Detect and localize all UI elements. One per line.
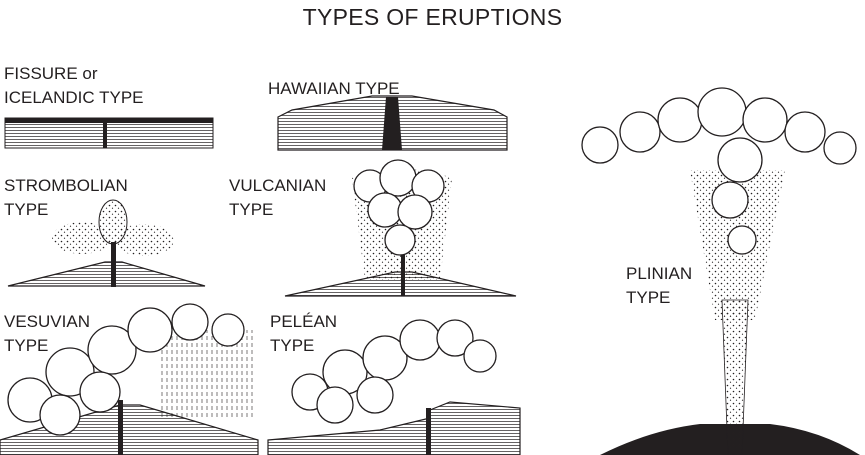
hawaiian-illustration xyxy=(278,96,507,150)
fissure-illustration xyxy=(5,118,213,148)
hawaiian-label: HAWAIIAN TYPE xyxy=(268,77,400,101)
fissure-label: FISSURE or ICELANDIC TYPE xyxy=(4,62,144,110)
strombolian-label: STROMBOLIAN TYPE xyxy=(4,174,128,222)
plinian-label: PLINIAN TYPE xyxy=(626,262,692,310)
vesuvian-label: VESUVIAN TYPE xyxy=(4,310,90,358)
vulcanian-label: VULCANIAN TYPE xyxy=(229,174,326,222)
pelean-label: PELÉAN TYPE xyxy=(270,310,337,358)
plinian-illustration xyxy=(582,88,860,455)
